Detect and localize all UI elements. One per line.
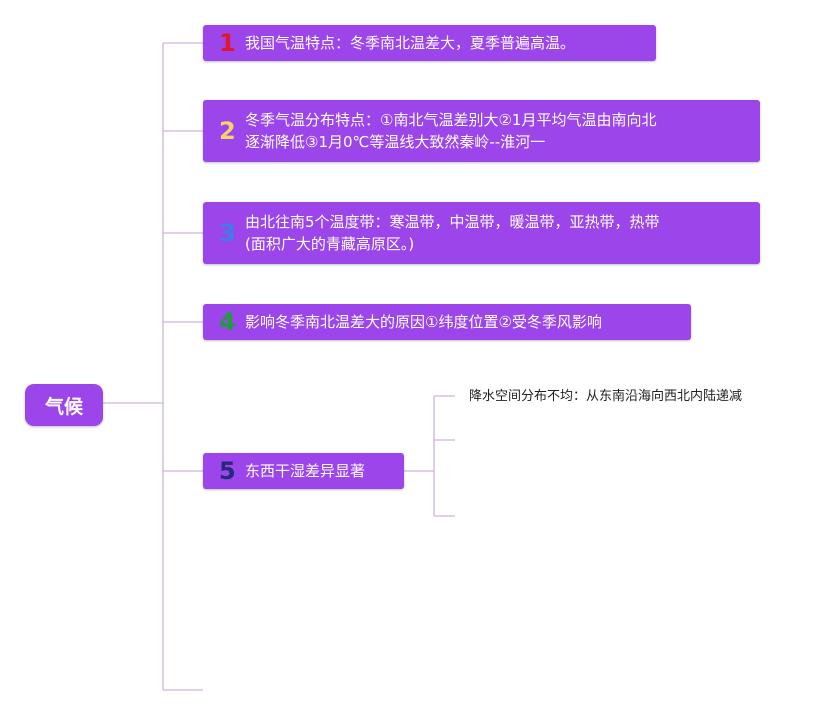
topic-text-5: 东西干湿差异显著 — [245, 462, 366, 480]
topic-text-3: 由北往南5个温度带：寒温带，中温带，暖温带，亚热带，热带 (面积广大的青藏高原区… — [245, 213, 660, 253]
topic-number-3: 3 — [219, 219, 236, 247]
topic-node-5[interactable]: 5 东西干湿差异显著 — [203, 453, 404, 489]
topic-node-2[interactable]: 2 冬季气温分布特点：①南北气温差别大②1月平均气温由南向北 逐渐降低③1月0℃… — [203, 100, 760, 162]
topic-text-2: 冬季气温分布特点：①南北气温差别大②1月平均气温由南向北 逐渐降低③1月0℃等温… — [245, 111, 657, 151]
topic-number-4: 4 — [219, 308, 236, 336]
topic-node-1[interactable]: 1 我国气温特点：冬季南北温差大，夏季普遍高温。 — [203, 25, 656, 61]
topic-number-2: 2 — [219, 117, 236, 145]
topic-node-4[interactable]: 4 影响冬季南北温差大的原因①纬度位置②受冬季风影响 — [203, 304, 691, 340]
root-node-label: 气候 — [44, 395, 83, 418]
topic-number-1: 1 — [219, 29, 236, 57]
root-node-climate[interactable]: 气候 — [25, 384, 103, 426]
subtopic-text-1: 降水空间分布不均：从东南沿海向西北内陆递减 — [469, 389, 743, 404]
topic-text-1: 我国气温特点：冬季南北温差大，夏季普遍高温。 — [245, 34, 576, 52]
subtopic-precipitation[interactable]: 降水空间分布不均：从东南沿海向西北内陆递减 — [469, 388, 742, 406]
topic-node-3[interactable]: 3 由北往南5个温度带：寒温带，中温带，暖温带，亚热带，热带 (面积广大的青藏高… — [203, 202, 760, 264]
topic-text-4: 影响冬季南北温差大的原因①纬度位置②受冬季风影响 — [245, 313, 602, 331]
topic-number-5: 5 — [219, 457, 236, 485]
